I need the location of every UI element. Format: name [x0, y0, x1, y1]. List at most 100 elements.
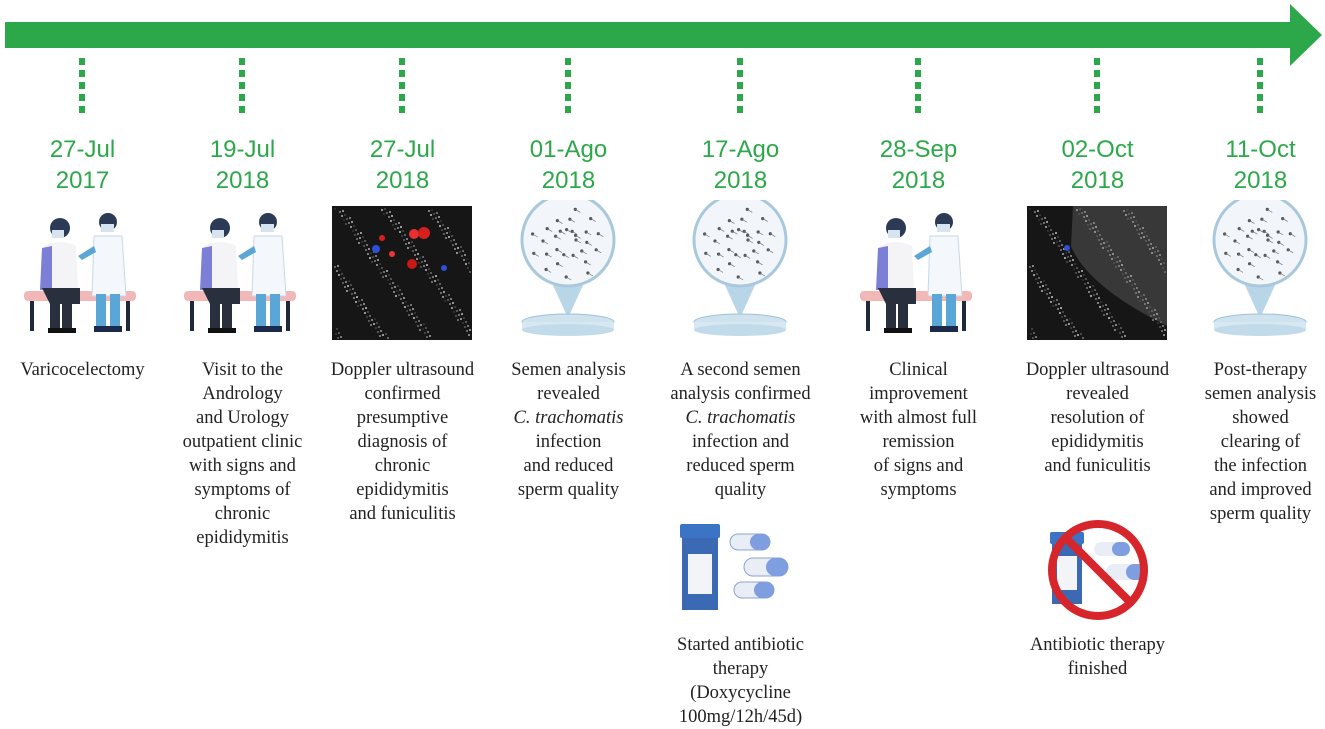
description-line: Clinical [889, 360, 948, 380]
description-line: infection and [691, 432, 790, 452]
event-description: Doppler ultrasound confirmed presumptive di… [320, 358, 485, 526]
description-line: diagnosis of [357, 432, 448, 452]
event-date: 19-Jul 2018 [160, 134, 325, 196]
date-year: 2017 [55, 167, 110, 194]
event-date: 11-Oct 2018 [1178, 134, 1325, 196]
description-line: sperm quality [1209, 504, 1312, 524]
description-line: chronic [374, 456, 431, 476]
description-line: symptoms of [194, 480, 291, 500]
description-line: Doppler ultrasound [330, 360, 475, 380]
event-description: A second semen analysis confirmed C. trach… [658, 358, 823, 502]
description-line: infection [535, 432, 602, 452]
description-line: A second semen [680, 360, 801, 380]
description-line: improvement [869, 384, 968, 404]
description-line: Andrology [202, 384, 283, 404]
date-year: 2018 [215, 167, 270, 194]
description-line: Visit to the [201, 360, 284, 380]
no-pills-prohibited-icon [1032, 518, 1162, 627]
description-line: and funiculitis [349, 504, 456, 524]
date-year: 2018 [891, 167, 946, 194]
description-line: revealed [537, 384, 600, 404]
therapy-note-line: Started antibiotic [677, 635, 804, 655]
description-line: resolution of [1050, 408, 1145, 428]
description-line: epididymitis [196, 528, 289, 548]
event-date: 28-Sep 2018 [836, 134, 1001, 196]
description-line: epididymitis [1051, 432, 1144, 452]
event-date: 01-Ago 2018 [486, 134, 651, 196]
description-line: and reduced [523, 456, 614, 476]
doppler-ultrasound-image [332, 206, 472, 345]
timeline-arrow [5, 4, 1322, 66]
date-day: 27-Jul [49, 136, 116, 163]
description-line: confirmed [364, 384, 441, 404]
semen-petri-dish-icon [690, 192, 790, 341]
description-line: revealed [1066, 384, 1129, 404]
description-line: Doppler ultrasound [1025, 360, 1170, 380]
description-line: and improved [1209, 480, 1312, 500]
dotted-connector [239, 58, 245, 118]
description-line: with signs and [189, 456, 296, 476]
doctor-patient-icon [182, 206, 302, 341]
therapy-note-line: 100mg/12h/45d) [678, 707, 803, 727]
event-date: 27-Jul 2017 [0, 134, 165, 196]
date-day: 11-Oct [1225, 136, 1296, 163]
doppler-ultrasound-image [1027, 206, 1167, 345]
event-description: Varicocelectomy [0, 358, 165, 382]
description-line: analysis confirmed [670, 384, 811, 404]
therapy-note-line: (Doxycycline [690, 683, 791, 703]
therapy-note: Started antibiotic therapy (Doxycycline 100… [658, 633, 823, 729]
pill-bottle-capsules-icon [680, 524, 800, 619]
dotted-connector [1257, 58, 1263, 118]
description-line: the infection [1214, 456, 1307, 476]
event-description: Clinical improvement with almost full remis… [836, 358, 1001, 502]
dotted-connector [915, 58, 921, 118]
date-day: 17-Ago [701, 136, 780, 163]
date-day: 27-Jul [369, 136, 436, 163]
date-day: 19-Jul [209, 136, 276, 163]
date-day: 28-Sep [879, 136, 958, 163]
date-year: 2018 [1233, 167, 1288, 194]
description-line: semen analysis [1204, 384, 1317, 404]
date-year: 2018 [1070, 167, 1125, 194]
event-description: Doppler ultrasound revealed resolution of e… [1015, 358, 1180, 478]
dotted-connector [79, 58, 85, 118]
date-day: 02-Oct [1061, 136, 1134, 163]
semen-petri-dish-icon [518, 192, 618, 341]
description-line: showed [1232, 408, 1289, 428]
description-line: and Urology [196, 408, 289, 428]
event-date: 17-Ago 2018 [658, 134, 823, 196]
therapy-note-line: Antibiotic therapy [1029, 635, 1166, 655]
description-line: Semen analysis [511, 360, 626, 380]
event-date: 02-Oct 2018 [1015, 134, 1180, 196]
semen-petri-dish-icon [1210, 192, 1310, 341]
description-line: quality [714, 480, 767, 500]
dotted-connector [399, 58, 405, 118]
description-line: remission [882, 432, 955, 452]
description-line: Varicocelectomy [20, 360, 145, 380]
description-line: presumptive [356, 408, 449, 428]
description-line: C. trachomatis [513, 408, 624, 428]
description-line: C. trachomatis [685, 408, 796, 428]
description-line: clearing of [1220, 432, 1301, 452]
description-line: epididymitis [356, 480, 449, 500]
description-line: chronic [214, 504, 271, 524]
description-line: of signs and [873, 456, 964, 476]
doctor-patient-icon [22, 206, 142, 341]
dotted-connector [1094, 58, 1100, 118]
therapy-note-line: therapy [712, 659, 769, 679]
date-year: 2018 [713, 167, 768, 194]
dotted-connector [565, 58, 571, 118]
doctor-patient-icon [858, 206, 978, 341]
description-line: with almost full [859, 408, 978, 428]
description-line: sperm quality [517, 480, 620, 500]
date-day: 01-Ago [529, 136, 608, 163]
date-year: 2018 [541, 167, 596, 194]
dotted-connector [737, 58, 743, 118]
event-description: Semen analysis revealed C. trachomatis infe… [486, 358, 651, 502]
description-line: symptoms [880, 480, 957, 500]
description-line: reduced sperm [686, 456, 795, 476]
